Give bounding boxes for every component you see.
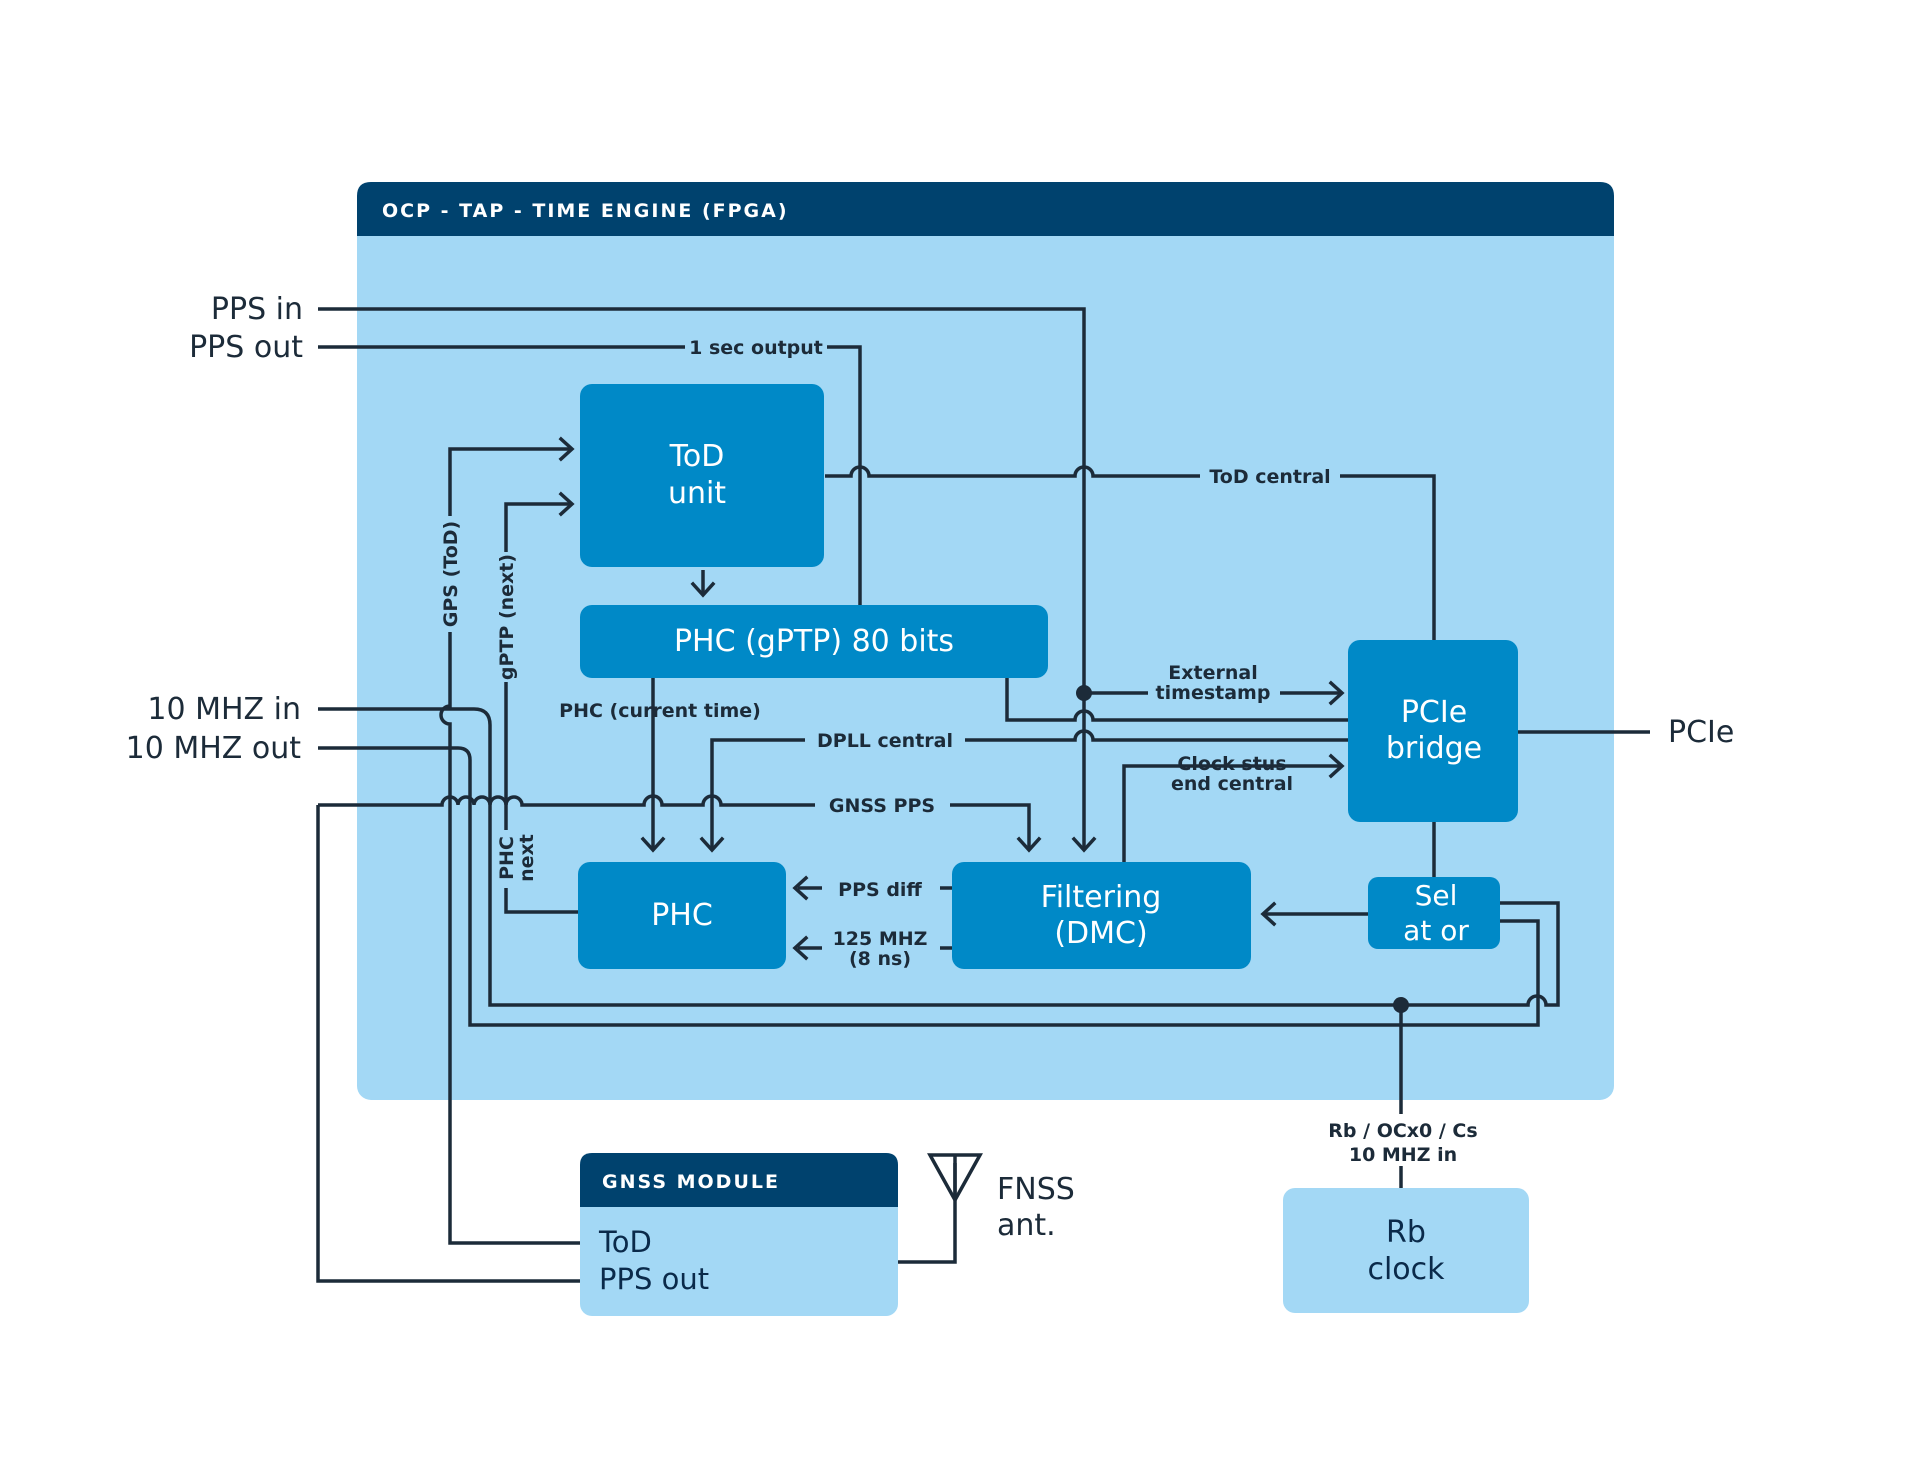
- signal-labels: 1 sec output ToD central External timest…: [437, 333, 1488, 1166]
- label-external-timestamp-2: timestamp: [1156, 682, 1271, 704]
- wire-dpll-central: [710, 729, 1348, 848]
- arrow-pps-in: [1071, 836, 1097, 853]
- label-gnss-pps: GNSS PPS: [829, 795, 935, 817]
- port-labels: PPS in PPS out 10 MHZ in 10 MHZ out PCIe…: [126, 292, 1735, 1243]
- tod-unit-block[interactable]: ToD unit: [580, 384, 824, 567]
- pcie-bridge-label-2: bridge: [1386, 731, 1482, 766]
- rb-clock-block[interactable]: Rb clock: [1283, 1188, 1529, 1313]
- sel-block[interactable]: Sel at or: [1368, 877, 1500, 949]
- filtering-block[interactable]: Filtering (DMC): [952, 862, 1251, 969]
- label-phc-next-1: PHC: [496, 836, 518, 880]
- antenna-icon: [927, 1153, 983, 1204]
- port-pps-out: PPS out: [189, 330, 303, 365]
- sel-label-2: at or: [1403, 914, 1469, 947]
- label-125mhz-2: (8 ns): [849, 948, 911, 970]
- rb-clock-label-2: clock: [1367, 1252, 1445, 1287]
- label-clock-stus-2: end central: [1171, 773, 1293, 795]
- arrow-tod-down: [690, 581, 716, 598]
- label-tod-central: ToD central: [1209, 466, 1330, 488]
- port-10mhz-in: 10 MHZ in: [147, 692, 301, 727]
- wire-gptp-to-pcie: [1005, 676, 1348, 722]
- label-rb-input-1: Rb / OCx0 / Cs: [1328, 1120, 1477, 1142]
- gnss-module-title: GNSS MODULE: [602, 1171, 780, 1193]
- junction-dot-rb: [1393, 997, 1409, 1013]
- arrow-gptp-to-tod: [558, 491, 575, 517]
- wire-pps-in: [318, 307, 1086, 848]
- gnss-module[interactable]: GNSS MODULE ToD PPS out: [580, 1153, 898, 1316]
- wire-10mhz-in: [318, 707, 1401, 1007]
- label-1-sec-output: 1 sec output: [689, 337, 823, 359]
- wire-10mhz-out: [318, 746, 1540, 1027]
- label-gptp-next: gPTP (next): [496, 554, 518, 680]
- wire-gps-tod: [439, 447, 580, 1245]
- wire-pps-out: [318, 345, 862, 606]
- wires: [316, 307, 1650, 1283]
- phc-block[interactable]: PHC: [578, 862, 786, 969]
- label-phc-current-time: PHC (current time): [559, 700, 761, 722]
- tod-unit-label-2: unit: [668, 476, 726, 511]
- arrow-pps-diff: [792, 875, 809, 901]
- wire-gnss-pps: [318, 794, 1031, 848]
- tod-unit-label-1: ToD: [669, 439, 725, 474]
- arrow-sel-to-filter: [1260, 901, 1277, 927]
- port-pcie: PCIe: [1668, 715, 1734, 750]
- wire-antenna: [898, 1163, 957, 1264]
- arrowheads: [558, 436, 1345, 961]
- label-125mhz-1: 125 MHZ: [833, 928, 928, 950]
- wire-gptp-next: [504, 502, 580, 914]
- arrow-clock-stus: [1328, 753, 1345, 779]
- port-antenna-2: ant.: [997, 1208, 1056, 1243]
- junction-dot-pps: [1076, 685, 1092, 701]
- fpga-title: OCP - TAP - TIME ENGINE (FPGA): [382, 200, 789, 222]
- phc-label: PHC: [651, 898, 713, 933]
- phc-gptp-label: PHC (gPTP) 80 bits: [674, 624, 954, 659]
- arrow-125mhz: [792, 935, 809, 961]
- label-gps-tod: GPS (ToD): [440, 521, 462, 627]
- wire-gnss-pps-out: [316, 805, 580, 1283]
- wire-clock-stus: [1122, 764, 1340, 862]
- fpga-header: [357, 182, 1614, 236]
- pcie-bridge-block[interactable]: PCIe bridge: [1348, 640, 1518, 822]
- arrow-phc-current: [640, 836, 666, 853]
- label-dpll-central: DPLL central: [817, 730, 953, 752]
- port-antenna-1: FNSS: [997, 1172, 1075, 1207]
- label-phc-next-2: next: [516, 834, 538, 882]
- rb-clock-label-1: Rb: [1386, 1215, 1426, 1250]
- wire-tod-central: [825, 465, 1436, 640]
- rb-label-bg: [1318, 1114, 1488, 1166]
- label-rb-input-2: 10 MHZ in: [1349, 1144, 1457, 1166]
- port-pps-in: PPS in: [211, 292, 303, 327]
- phc-gptp-block[interactable]: PHC (gPTP) 80 bits: [580, 605, 1048, 678]
- label-clock-stus-1: Clock stus: [1177, 753, 1286, 775]
- wire-sel-loop: [1401, 901, 1560, 1007]
- arrow-external-ts: [1328, 680, 1345, 706]
- arrow-gnss-pps: [1016, 836, 1042, 853]
- pcie-bridge-label-1: PCIe: [1401, 695, 1467, 730]
- label-external-timestamp-1: External: [1168, 662, 1257, 684]
- filtering-label-1: Filtering: [1041, 880, 1162, 915]
- gnss-module-header: [580, 1153, 898, 1207]
- sel-label-1: Sel: [1415, 879, 1458, 912]
- label-pps-diff: PPS diff: [838, 879, 922, 901]
- port-10mhz-out: 10 MHZ out: [126, 731, 302, 766]
- gnss-module-line-2: PPS out: [599, 1262, 709, 1296]
- arrow-gps-to-tod: [558, 436, 575, 462]
- arrow-dpll: [699, 836, 725, 853]
- filtering-label-2: (DMC): [1054, 916, 1147, 951]
- gnss-module-line-1: ToD: [598, 1225, 652, 1259]
